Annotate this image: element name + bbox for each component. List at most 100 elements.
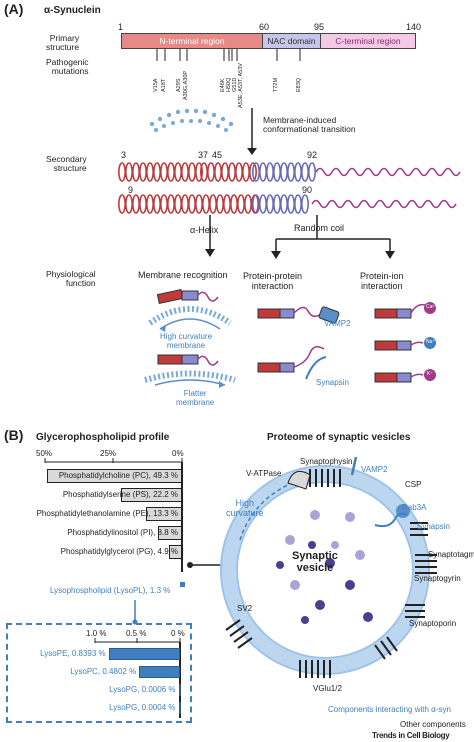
secondary-structure-label: Secondary structure — [46, 154, 87, 174]
high-curvature-label: High curvature — [226, 498, 264, 519]
axis-25: 25% — [100, 449, 117, 458]
ion-na: Na⁺ — [426, 339, 436, 345]
helix-pos-90: 90 — [302, 185, 313, 195]
lipid-bar — [121, 488, 182, 502]
helix-turn — [174, 194, 183, 214]
helix-turn — [286, 162, 295, 182]
helix-turn — [230, 194, 239, 214]
legend-other: Other components — [400, 720, 466, 729]
mutation-label: E83Q — [296, 77, 302, 92]
helix-turn — [293, 194, 302, 214]
ion-k: K⁺ — [427, 371, 433, 377]
helix-turn — [300, 194, 309, 214]
credit: Trends in Cell Biology — [372, 731, 450, 740]
helix-turn — [118, 194, 127, 214]
membrane-recognition-label: Membrane recognition — [138, 270, 228, 280]
panel-b-label: (B) — [4, 427, 24, 443]
helix-turn — [146, 162, 155, 182]
axis-0: 0% — [172, 449, 184, 458]
helix-turn — [181, 162, 190, 182]
lyso-bar — [108, 648, 180, 660]
helix-diagram — [118, 162, 461, 214]
synaptoporin-label: Synaptoporin — [409, 619, 457, 628]
alpha-helix-label: α-Helix — [190, 225, 219, 235]
helix-turn — [307, 162, 316, 182]
helix-turn — [174, 162, 183, 182]
lipid-bar — [157, 526, 182, 540]
helix-turn — [207, 162, 216, 182]
axis-50: 50% — [36, 449, 53, 458]
helix-turn — [160, 162, 169, 182]
helix-turn — [188, 194, 197, 214]
helix-turn — [242, 162, 251, 182]
function-illustrations — [144, 288, 436, 388]
helix-pos-45: 45 — [212, 150, 223, 160]
helix-turn — [153, 162, 162, 182]
ppi-label: Protein-protein interaction — [243, 271, 303, 292]
lyso-inset — [6, 623, 192, 723]
pathogenic-mutations-label: Pathogenic mutations — [46, 57, 89, 77]
synaptotagmin-label: Synaptotagmin — [428, 550, 474, 559]
helix-turn — [216, 194, 225, 214]
helix-turn — [167, 162, 176, 182]
lyso-axis-05: 0.5 % — [126, 629, 147, 638]
vatpase-label: V-ATPase — [246, 469, 282, 478]
lyso-axis — [94, 638, 181, 647]
vamp2-protein-label: VAMP2 — [361, 465, 388, 474]
primary-structure-label: Primary structure — [46, 33, 80, 53]
sv2-label: SV2 — [237, 604, 253, 613]
mutation-label: A29S — [176, 78, 182, 92]
vglu-label: VGlu1/2 — [313, 684, 342, 693]
lipid-label: Phosphatidylinositol (PI), 8.8 % — [67, 528, 178, 537]
n-terminal-domain: N-terminal region — [121, 33, 263, 49]
pos-60: 60 — [259, 22, 270, 32]
helix-turn — [209, 194, 218, 214]
helix-turn — [132, 162, 141, 182]
helix-turn — [132, 194, 141, 214]
helix-turn — [153, 194, 162, 214]
helix-turn — [265, 194, 274, 214]
lyso-bar — [178, 702, 181, 714]
helix-turn — [139, 162, 148, 182]
lyso-total-label: Lysophospholipid (LysoPL), 1.3 % — [50, 586, 171, 595]
legend-asyn: Components interacting with α-syn — [328, 705, 451, 714]
helix-pos-3: 3 — [121, 150, 127, 160]
helix-turn — [244, 194, 253, 214]
helix-turn — [235, 162, 244, 182]
helix-pos-37: 37 — [198, 150, 209, 160]
helix-turn — [160, 194, 169, 214]
rab3a-label: Rab3A — [402, 503, 427, 512]
pos-95: 95 — [314, 22, 325, 32]
pos-1: 1 — [118, 22, 124, 32]
mutation-label: V15A — [153, 78, 159, 92]
flatter-membrane-label: Flatter membrane — [176, 389, 215, 407]
helix-turn — [202, 194, 211, 214]
lyso-bar — [178, 684, 181, 696]
helix-turn — [279, 162, 288, 182]
helix-turn — [265, 162, 274, 182]
high-curvature-membrane-label: High curvature membrane — [160, 332, 213, 350]
lipid-label: Phosphatidylserine (PS), 22.2 % — [62, 490, 178, 499]
helix-turn — [181, 194, 190, 214]
helix-turn — [237, 194, 246, 214]
transition-label: Membrane-induced conformational transiti… — [263, 115, 356, 135]
helix-turn — [146, 194, 155, 214]
lyso-axis-0: 0 % — [171, 629, 185, 638]
helix-turn — [221, 162, 230, 182]
synaptic-vesicle-diagram — [220, 456, 437, 678]
vamp2-label: VAMP2 — [324, 319, 351, 328]
helix-turn — [228, 162, 237, 182]
lipid-bar — [145, 507, 182, 521]
helix-turn — [223, 194, 232, 214]
helix-turn — [195, 194, 204, 214]
csp-label: CSP — [405, 480, 422, 489]
physiological-function-label: Physiological function — [46, 269, 96, 289]
helix-turn — [118, 162, 127, 182]
lyso-zero-line — [179, 642, 181, 718]
glycerophospholipid-title: Glycerophospholipid profile — [36, 432, 170, 443]
helix-turn — [139, 194, 148, 214]
synaptogyrin-label: Synaptogyrin — [414, 574, 461, 583]
lipid-label: Phosphatidylethanolamine (PE), 13.3 % — [36, 509, 178, 518]
helix-turn — [125, 194, 134, 214]
lipid-bar — [168, 545, 182, 559]
